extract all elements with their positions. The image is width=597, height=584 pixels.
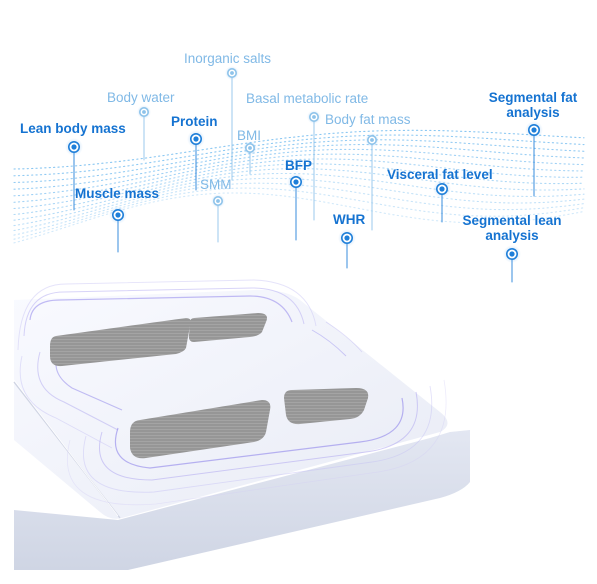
- label-smm: SMM: [200, 177, 232, 192]
- node-basal-metabolic-rate: [307, 110, 321, 124]
- label-body-fat-mass: Body fat mass: [325, 112, 411, 127]
- label-protein: Protein: [171, 114, 218, 129]
- electrode-bottom-right: [284, 388, 369, 425]
- node-protein: [187, 130, 205, 148]
- marker-nodes: [65, 66, 543, 263]
- electrode-bottom-left: [130, 400, 271, 459]
- smart-scale: [13, 279, 470, 570]
- label-inorganic-salts: Inorganic salts: [184, 51, 272, 66]
- label-visceral-fat-level: Visceral fat level: [387, 167, 493, 182]
- node-inorganic-salts: [225, 66, 239, 80]
- node-whr: [338, 229, 356, 247]
- label-segmental-fat-analysis: Segmental fat analysis: [488, 90, 578, 120]
- node-visceral-fat-level: [433, 180, 451, 198]
- node-segmental-lean-analysis: [503, 245, 521, 263]
- node-body-water: [137, 105, 151, 119]
- node-bfp: [287, 173, 305, 191]
- node-body-fat-mass: [365, 133, 379, 147]
- electrode-top-left: [50, 318, 191, 367]
- glow-rings: [17, 279, 447, 506]
- label-lean-body-mass: Lean body mass: [20, 121, 126, 136]
- label-bmi: BMI: [237, 128, 262, 143]
- node-smm: [211, 194, 225, 208]
- electrodes: [50, 313, 369, 459]
- node-muscle-mass: [109, 206, 127, 224]
- electrode-top-right: [188, 313, 267, 342]
- scale-side: [14, 430, 470, 570]
- node-bmi: [243, 141, 257, 155]
- node-lean-body-mass: [65, 138, 83, 156]
- label-muscle-mass: Muscle mass: [75, 186, 160, 201]
- label-segmental-lean-analysis: Segmental lean analysis: [462, 213, 562, 243]
- label-whr: WHR: [333, 212, 366, 227]
- label-body-water: Body water: [107, 90, 175, 105]
- label-bfp: BFP: [285, 158, 312, 173]
- node-segmental-fat-analysis: [525, 121, 543, 139]
- label-basal-metabolic-rate: Basal metabolic rate: [246, 91, 369, 106]
